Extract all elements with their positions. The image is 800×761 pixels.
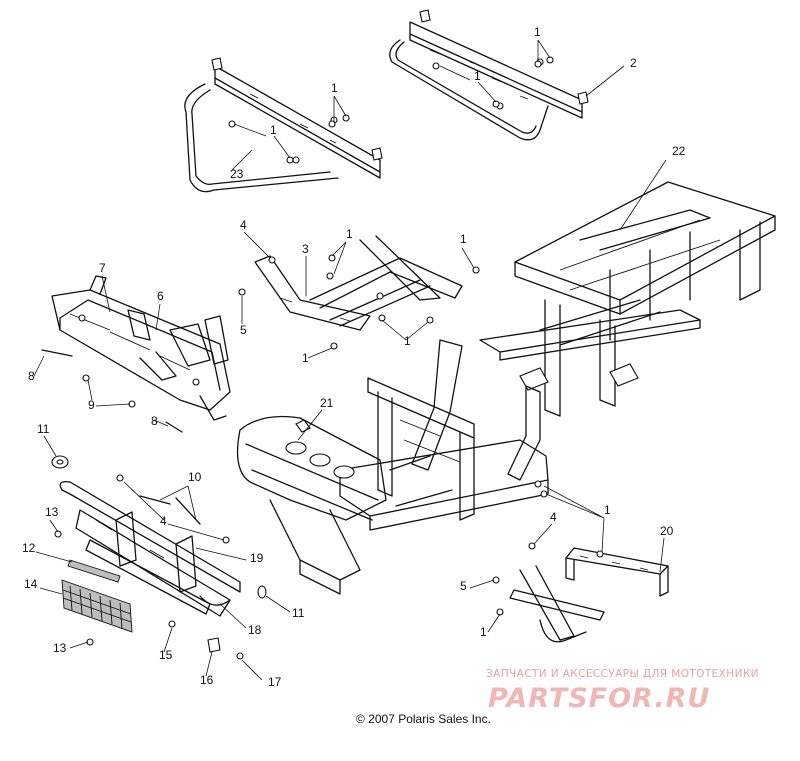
callout-8: 8 <box>28 369 35 383</box>
callout-9: 9 <box>88 398 95 412</box>
callout-6: 6 <box>157 289 164 303</box>
callout-1: 1 <box>331 81 338 95</box>
callout-4: 4 <box>160 514 167 528</box>
main-frame-part <box>236 339 549 595</box>
callout-11: 11 <box>292 606 305 620</box>
callout-10: 10 <box>188 470 202 484</box>
callout-12: 12 <box>22 541 36 555</box>
callout-15: 15 <box>159 648 173 662</box>
callout-7: 7 <box>99 261 106 275</box>
front-seat-base-part <box>184 57 383 193</box>
front-bulkhead-part <box>51 275 231 421</box>
callout-1: 1 <box>460 232 467 246</box>
front-bumper-part <box>59 481 241 617</box>
copyright-text: © 2007 Polaris Sales Inc. <box>356 712 491 726</box>
callout-8: 8 <box>151 414 158 428</box>
callout-20: 20 <box>660 524 674 538</box>
callout-13: 13 <box>45 505 59 519</box>
rear-frame-part <box>479 181 776 417</box>
callout-1: 1 <box>346 227 353 241</box>
callout-19: 19 <box>250 551 264 565</box>
callout-5: 5 <box>240 323 247 337</box>
callout-1: 1 <box>534 25 541 39</box>
callout-1: 1 <box>474 69 481 83</box>
seat-support-bracket-part <box>254 235 463 331</box>
callout-1: 1 <box>604 503 611 517</box>
callout-23: 23 <box>230 167 244 181</box>
callout-17: 17 <box>268 675 282 689</box>
watermark-brand: PARTSFOR.RU <box>488 683 710 714</box>
callout-14: 14 <box>24 577 38 591</box>
callout-1: 1 <box>270 123 277 137</box>
callout-1: 1 <box>480 625 487 639</box>
skid-strip-part <box>67 559 121 583</box>
callout-16: 16 <box>200 673 214 687</box>
callout-2: 2 <box>630 56 637 70</box>
leader-lines <box>33 39 667 681</box>
callout-5: 5 <box>460 579 467 593</box>
callout-22: 22 <box>672 144 686 158</box>
callout-18: 18 <box>248 623 262 637</box>
callout-4: 4 <box>550 510 557 524</box>
grille-part <box>61 579 133 633</box>
grommet-part <box>51 455 267 599</box>
rear-seat-base-part <box>389 9 589 141</box>
side-rail-part <box>509 547 669 643</box>
callout-21: 21 <box>320 396 334 410</box>
hardware-fasteners <box>41 56 604 660</box>
callout-1: 1 <box>302 351 309 365</box>
callout-11: 11 <box>37 422 50 436</box>
callout-13: 13 <box>53 641 67 655</box>
callout-3: 3 <box>302 242 309 256</box>
callout-1: 1 <box>404 334 411 348</box>
callout-4: 4 <box>240 218 247 232</box>
watermark-tagline: ЗАПЧАСТИ И АКСЕССУАРЫ ДЛЯ МОТОТЕХНИКИ <box>486 668 759 680</box>
